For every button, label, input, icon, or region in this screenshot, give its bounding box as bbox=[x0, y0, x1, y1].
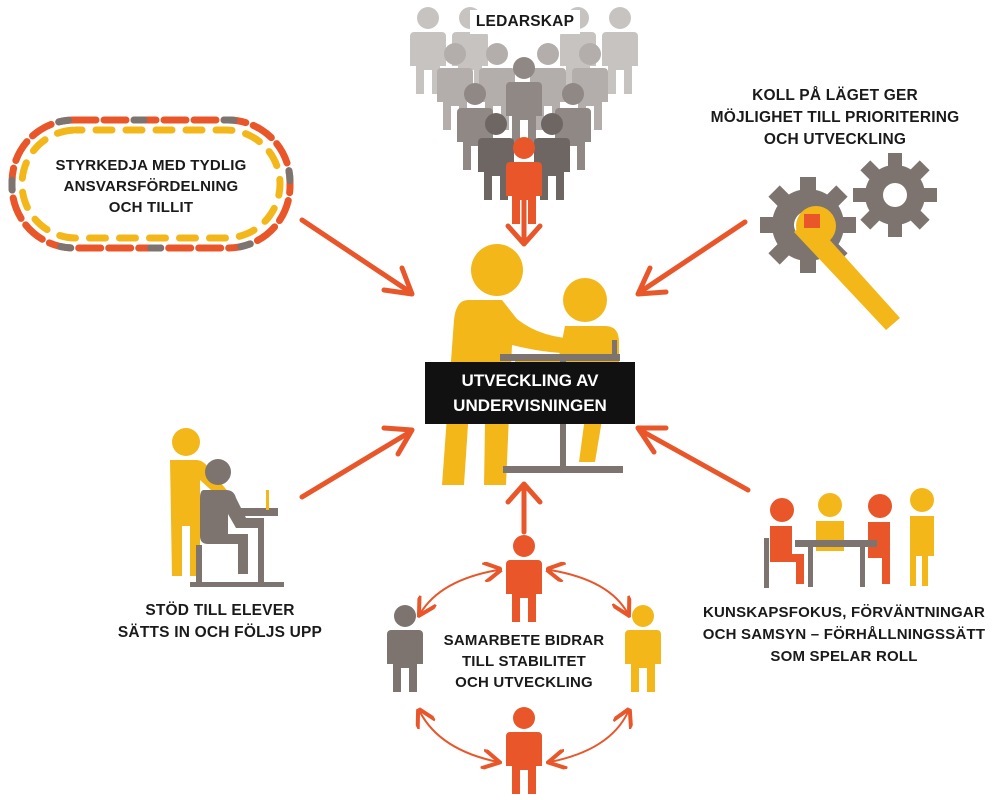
collaboration-label-line-1: SAMARBETE BIDRAR bbox=[443, 632, 605, 649]
overview-label-line-1: KOLL PÅ LÄGET GER bbox=[752, 87, 918, 104]
people-circle-icon bbox=[387, 535, 661, 794]
center-title-line-2: UNDERVISNINGEN bbox=[453, 396, 607, 415]
overview-label: KOLL PÅ LÄGET GER MÖJLIGHET TILL PRIORIT… bbox=[690, 85, 980, 151]
knowledge-focus-label-line-1: KUNSKAPSFOKUS, FÖRVÄNTNINGAR bbox=[702, 604, 985, 621]
student-support-label-line-2: SÄTTS IN OCH FÖLJS UPP bbox=[117, 624, 323, 641]
arrow-from-gears bbox=[635, 219, 748, 297]
meeting-table-icon bbox=[764, 488, 934, 588]
arrow-from-chain bbox=[299, 217, 415, 297]
knowledge-focus-label-line-2: OCH SAMSYN – FÖRHÅLLNINGSSÄTT bbox=[702, 626, 986, 643]
arrow-from-collaboration bbox=[505, 481, 543, 535]
arrow-from-leadership bbox=[505, 197, 543, 247]
student-support-label: STÖD TILL ELEVER SÄTTS IN OCH FÖLJS UPP bbox=[100, 600, 340, 644]
arrow-from-meeting bbox=[635, 425, 751, 493]
center-title: UTVECKLING AV UNDERVISNINGEN bbox=[425, 362, 635, 424]
knowledge-focus-label: KUNSKAPSFOKUS, FÖRVÄNTNINGAR OCH SAMSYN … bbox=[688, 602, 1000, 668]
collaboration-label: SAMARBETE BIDRAR TILL STABILITET OCH UTV… bbox=[434, 630, 614, 693]
center-title-line-1: UTVECKLING AV bbox=[461, 371, 599, 390]
responsibility-chain-label: STYRKEDJA MED TYDLIG ANSVARSFÖRDELNING O… bbox=[40, 155, 262, 218]
arrows bbox=[299, 197, 751, 535]
arrow-from-student-support bbox=[299, 425, 415, 500]
teacher-student-icon bbox=[170, 428, 284, 587]
knowledge-focus-label-line-3: SOM SPELAR ROLL bbox=[770, 648, 918, 665]
leadership-label-bg bbox=[470, 10, 580, 34]
responsibility-chain-label-line-1: STYRKEDJA MED TYDLIG bbox=[55, 157, 247, 174]
responsibility-chain-label-line-3: OCH TILLIT bbox=[108, 199, 194, 216]
overview-label-line-3: OCH UTVECKLING bbox=[763, 131, 907, 148]
collaboration-label-line-2: TILL STABILITET bbox=[461, 653, 587, 670]
leadership-label-line-1: LEDARSKAP bbox=[475, 13, 575, 30]
overview-label-line-2: MÖJLIGHET TILL PRIORITERING bbox=[710, 109, 960, 126]
leadership-label: LEDARSKAP bbox=[455, 11, 595, 33]
gears-wrench-icon bbox=[760, 153, 937, 330]
responsibility-chain-label-line-2: ANSVARSFÖRDELNING bbox=[63, 178, 239, 195]
collaboration-label-line-3: OCH UTVECKLING bbox=[455, 674, 593, 691]
student-support-label-line-1: STÖD TILL ELEVER bbox=[145, 602, 295, 619]
chain-icon bbox=[8, 116, 294, 252]
